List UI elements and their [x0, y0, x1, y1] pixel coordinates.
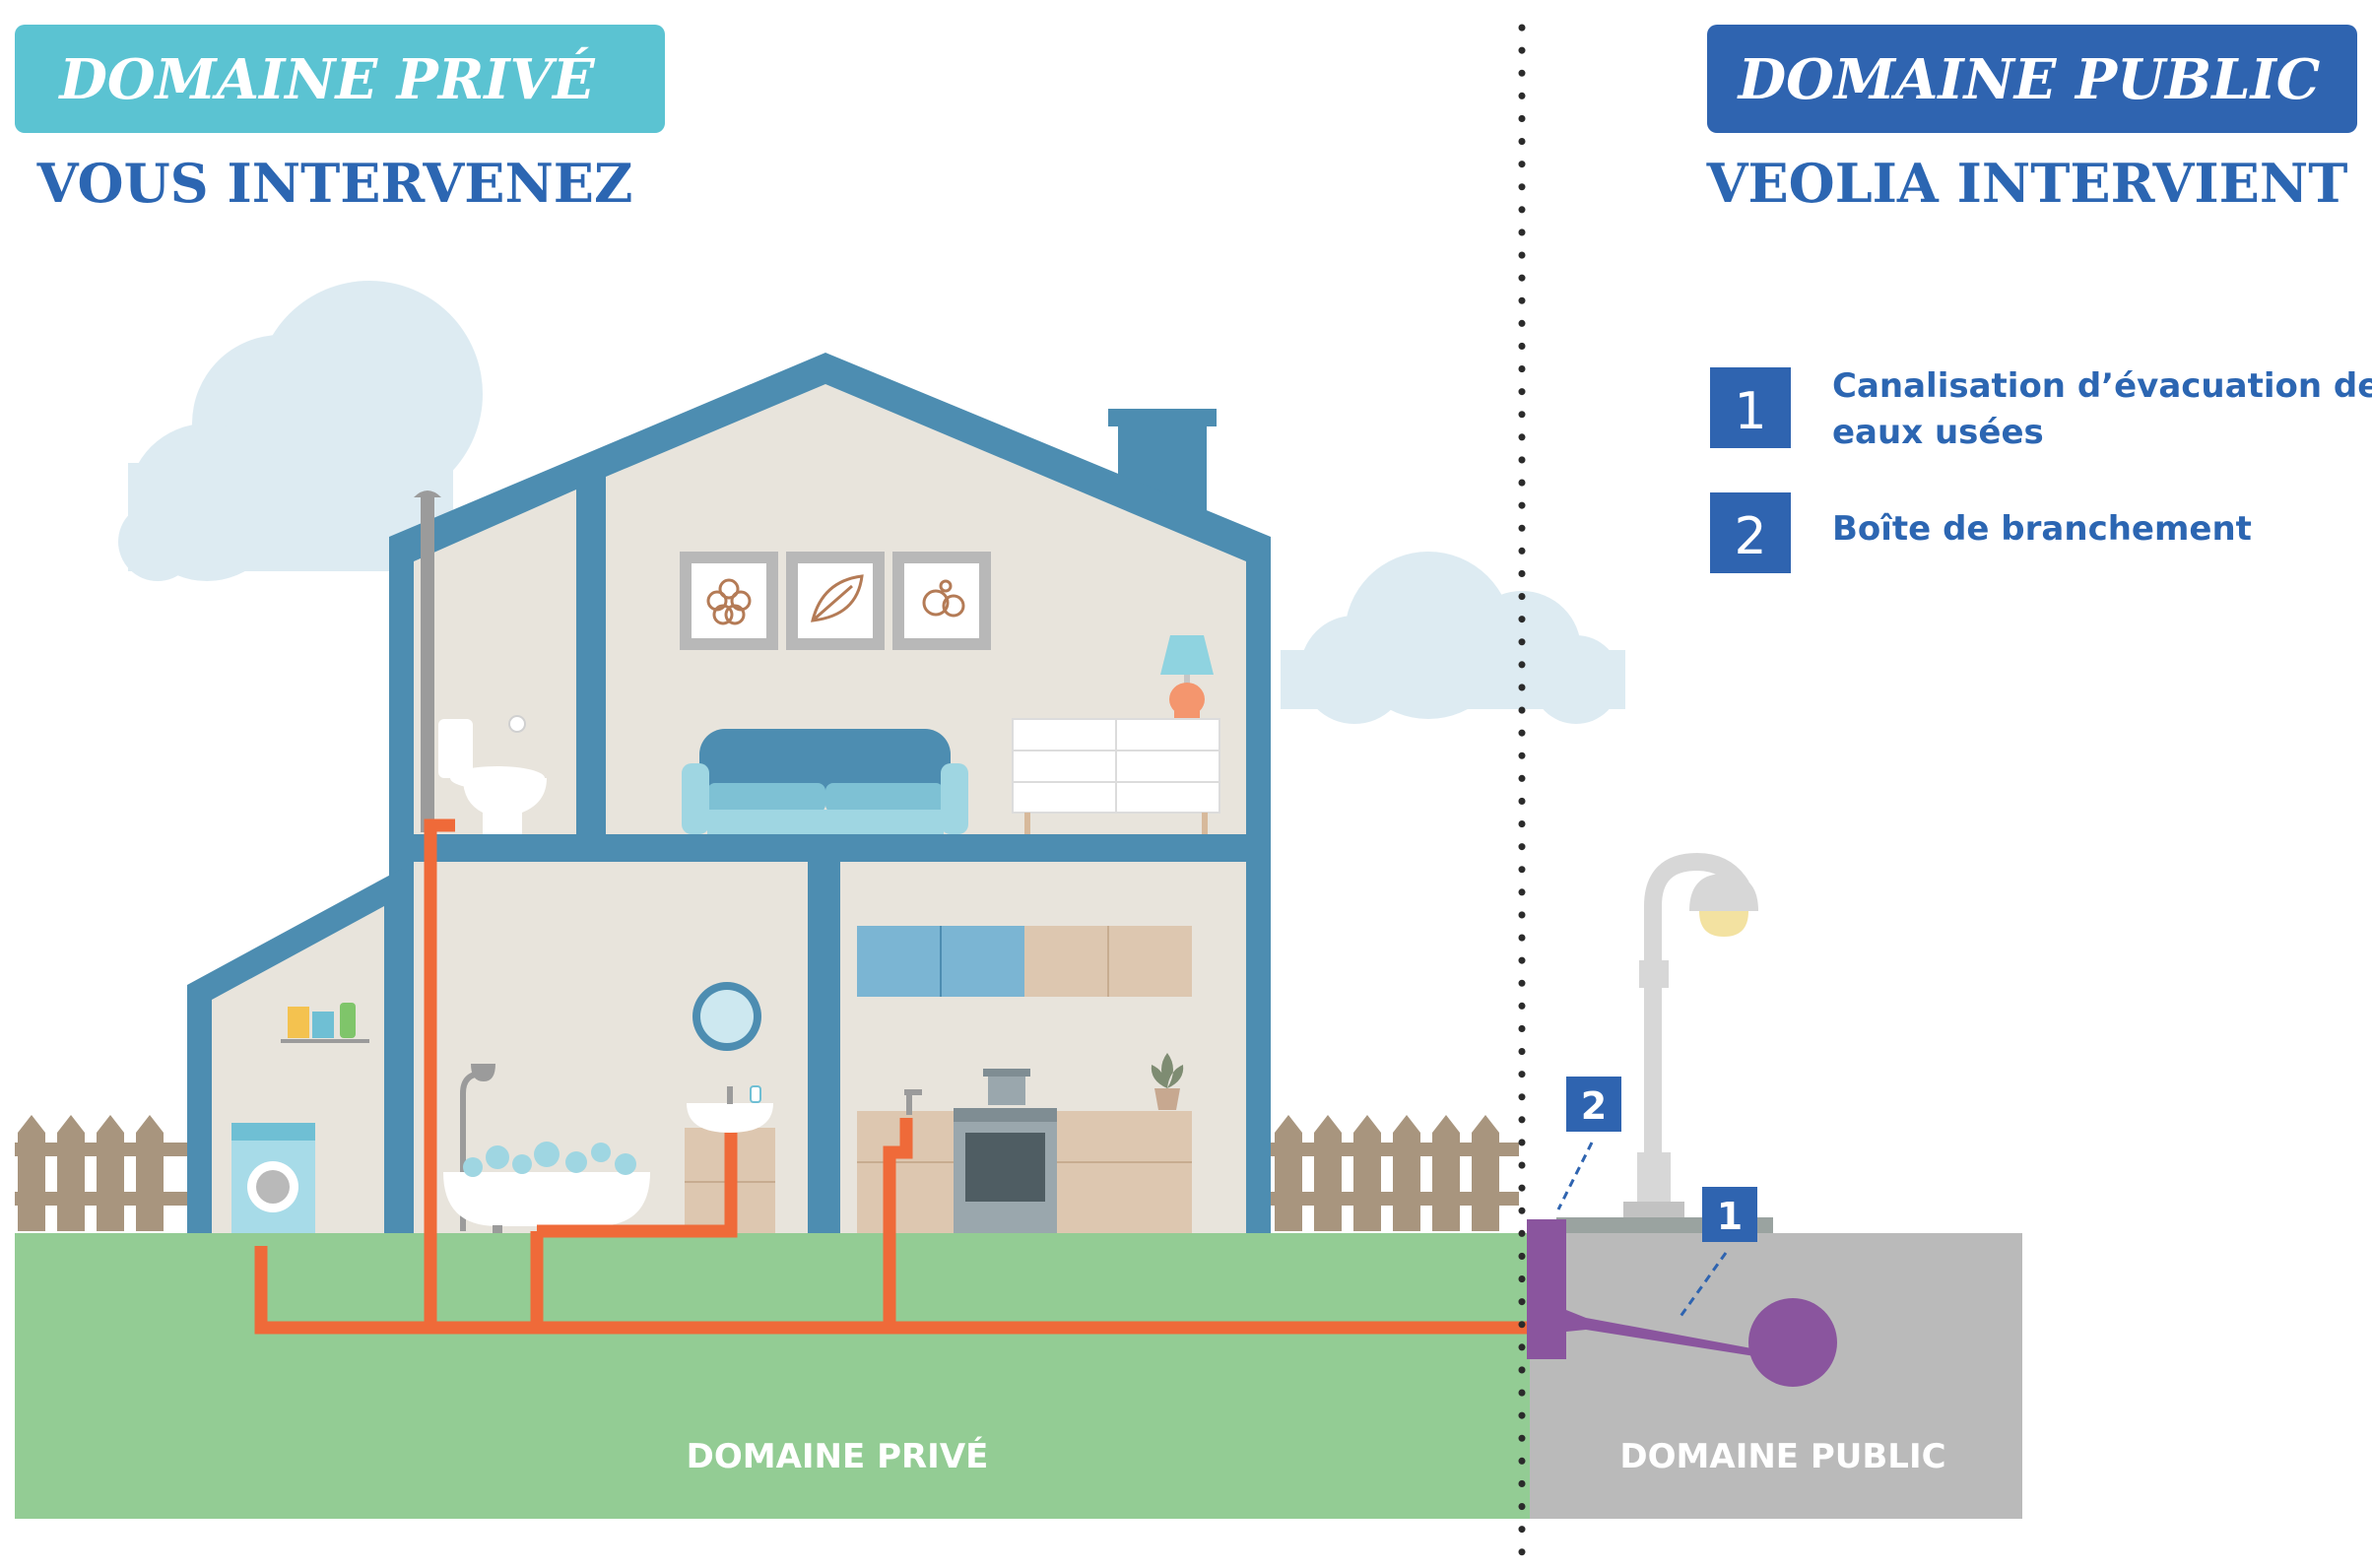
- legend-label-1-line1: Canalisation d’évacuation des: [1832, 366, 2372, 406]
- public-sewer-pipe: [1566, 1310, 1773, 1359]
- private-ground-label: DOMAINE PRIVÉ: [687, 1436, 989, 1476]
- flower-icon: [706, 578, 752, 625]
- lamp-icon: [1160, 635, 1214, 719]
- legend-number-2: 2: [1734, 507, 1766, 566]
- public-banner: DOMAINE PUBLIC: [1707, 25, 2357, 133]
- cooking-pot-icon: [983, 1069, 1030, 1105]
- fence-left: [15, 1115, 187, 1231]
- sewer-main: [1748, 1298, 1837, 1387]
- cloud-left: [118, 281, 483, 581]
- legend-label-1-line2: eaux usées: [1832, 413, 2044, 452]
- legend-label-2: Boîte de branchement: [1832, 509, 2252, 549]
- private-banner-text: DOMAINE PRIVÉ: [57, 46, 596, 112]
- laundry-shelf: [281, 1003, 369, 1043]
- public-subtitle: VEOLIA INTERVIENT: [1706, 152, 2348, 215]
- private-banner: DOMAINE PRIVÉ: [15, 25, 665, 133]
- public-ground-label: DOMAINE PUBLIC: [1619, 1437, 1945, 1476]
- main-drain-pipe: [254, 1246, 1530, 1335]
- dresser: [1012, 718, 1220, 834]
- picture-frames: [680, 552, 991, 650]
- marker-1-label: 1: [1717, 1195, 1743, 1238]
- marker-2: 2: [1556, 1077, 1621, 1210]
- legend-number-1: 1: [1734, 382, 1766, 441]
- marker-2-label: 2: [1581, 1084, 1607, 1128]
- mirror-icon: [692, 982, 761, 1051]
- sink-icon: [687, 1085, 773, 1133]
- marker-1: 1: [1678, 1187, 1757, 1319]
- legend: 1 Canalisation d’évacuation des eaux usé…: [1710, 366, 2372, 573]
- private-subtitle: VOUS INTERVENEZ: [36, 152, 633, 215]
- legend-item-2: 2 Boîte de branchement: [1710, 492, 2252, 573]
- kitchen-faucet-icon: [904, 1089, 922, 1115]
- street-lamp-icon: [1623, 852, 1758, 1219]
- kitchen-upper-cabinets: [857, 926, 1192, 997]
- cloud-right: [1281, 552, 1625, 724]
- toilet-drain-pipe: [424, 818, 455, 1328]
- sun-icon: [922, 579, 965, 618]
- public-banner-text: DOMAINE PUBLIC: [1737, 47, 2321, 112]
- toilet-icon: [438, 715, 547, 834]
- washing-machine-icon: [231, 1123, 315, 1246]
- public-sewer: [1527, 1219, 1837, 1387]
- vent-pipe: [414, 490, 441, 832]
- connection-box: [1527, 1219, 1566, 1359]
- sink-drain-pipe: [537, 1152, 738, 1238]
- legend-item-1: 1 Canalisation d’évacuation des eaux usé…: [1710, 366, 2372, 452]
- leaf-icon: [811, 574, 864, 622]
- private-drain-pipes: [254, 818, 1530, 1335]
- plant-icon: [1151, 1053, 1184, 1110]
- stove-icon: [954, 1108, 1057, 1239]
- sofa-icon: [682, 729, 968, 834]
- fence-right: [1271, 1115, 1519, 1231]
- kitchen-drain-pipe: [883, 1118, 913, 1328]
